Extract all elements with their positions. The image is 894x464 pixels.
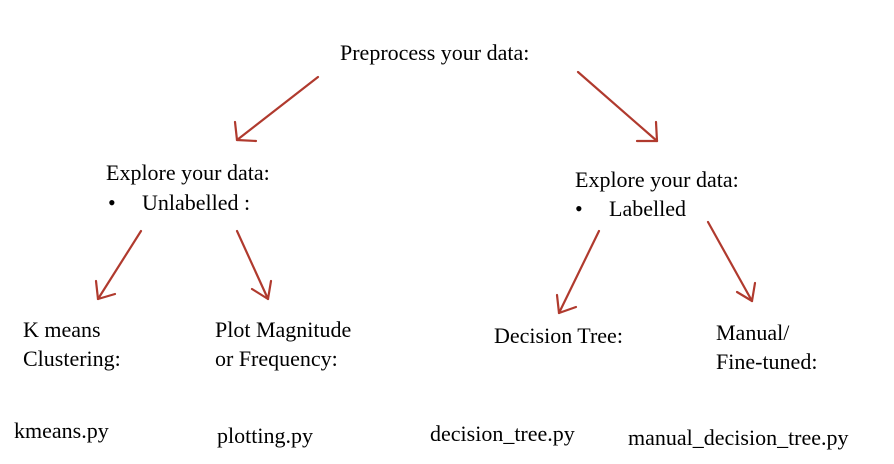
arrowhead-root-to-labelled — [635, 120, 659, 143]
arrow-unlabelled-to-plot — [235, 229, 270, 301]
kmeans-file: kmeans.py — [14, 418, 109, 443]
unlabelled-label: Unlabelled : — [142, 190, 251, 215]
arrow-root-to-unlabelled — [235, 75, 320, 142]
arrowhead-unlabelled-to-plot — [250, 279, 273, 301]
root-node: Preprocess your data: — [340, 40, 530, 65]
labelled-branch-bullet: • Labelled — [575, 194, 686, 224]
manual-decision-tree-file: manual_decision_tree.py — [628, 425, 849, 450]
manual-method-line1: Manual/ — [716, 320, 790, 345]
unlabelled-branch-title: Explore your data: — [106, 160, 270, 185]
unlabelled-branch-bullet: • Unlabelled : — [108, 188, 250, 218]
plot-method-line1: Plot Magnitude — [215, 317, 352, 342]
arrow-root-to-labelled — [576, 70, 659, 143]
arrow-labelled-to-manual — [706, 220, 754, 303]
decision-tree-method: Decision Tree: — [494, 323, 623, 348]
arrowhead-unlabelled-to-kmeans — [94, 279, 117, 301]
decision-tree-file: decision_tree.py — [430, 421, 575, 446]
arrowhead-root-to-unlabelled — [233, 120, 258, 143]
arrow-unlabelled-to-kmeans — [96, 229, 143, 301]
labelled-label: Labelled — [609, 196, 686, 221]
arrowhead-labelled-to-decision-tree — [555, 293, 578, 315]
labelled-branch-title: Explore your data: — [575, 167, 739, 192]
plotting-file: plotting.py — [217, 423, 313, 448]
bullet-icon: • — [575, 196, 583, 221]
arrow-labelled-to-decision-tree — [557, 229, 601, 315]
manual-method-line2: Fine-tuned: — [716, 349, 818, 374]
kmeans-method-line1: K means — [23, 317, 101, 342]
plot-method-line2: or Frequency: — [215, 346, 338, 371]
kmeans-method-line2: Clustering: — [23, 346, 121, 371]
bullet-icon: • — [108, 190, 116, 215]
arrowhead-labelled-to-manual — [735, 281, 757, 303]
